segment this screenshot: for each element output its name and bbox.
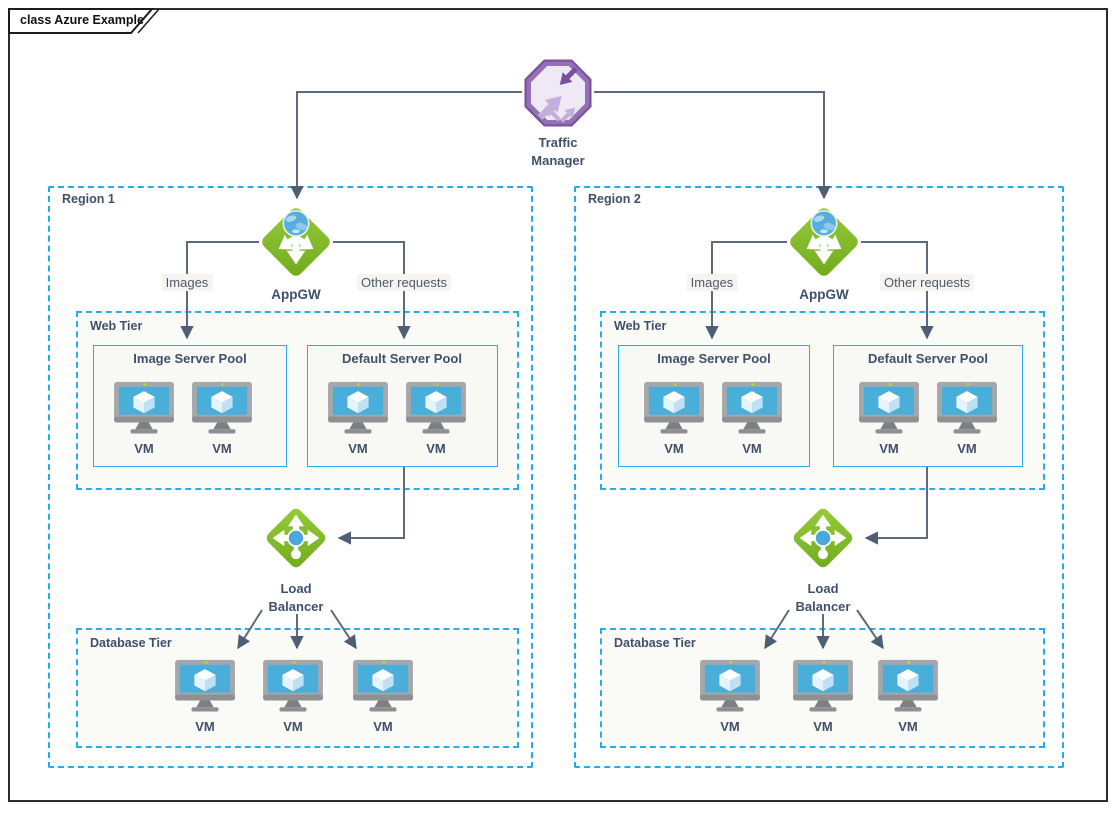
- vm-icon[interactable]: [858, 379, 920, 435]
- route-label-other-2: Other requests: [880, 274, 974, 291]
- load-balancer-1-label-line1: Load: [280, 581, 312, 596]
- vm-label: VM: [898, 719, 918, 734]
- route-label-images-2: Images: [686, 274, 738, 291]
- vm-icon[interactable]: [699, 657, 761, 713]
- app-gateway-1-icon[interactable]: [257, 203, 335, 281]
- vm-label: VM: [742, 441, 762, 456]
- vm-label: VM: [720, 719, 740, 734]
- load-balancer-2-label-line1: Load: [807, 581, 839, 596]
- vm-icon[interactable]: [405, 379, 467, 435]
- app-gateway-1-label: AppGW: [271, 287, 321, 302]
- route-label-other-1: Other requests: [357, 274, 451, 291]
- traffic-manager-label-line1: Traffic: [538, 135, 578, 150]
- traffic-manager-label-line2: Manager: [531, 153, 585, 168]
- vm-label: VM: [283, 719, 303, 734]
- image-server-pool-2-title: Image Server Pool: [657, 351, 771, 366]
- vm-icon[interactable]: [721, 379, 783, 435]
- vm-icon[interactable]: [792, 657, 854, 713]
- vm-icon[interactable]: [174, 657, 236, 713]
- app-gateway-2-icon[interactable]: [785, 203, 863, 281]
- vm-icon[interactable]: [352, 657, 414, 713]
- region-2-label: Region 2: [588, 192, 641, 206]
- vm-label: VM: [348, 441, 368, 456]
- vm-icon[interactable]: [191, 379, 253, 435]
- vm-icon[interactable]: [262, 657, 324, 713]
- frame-title: class Azure Example: [20, 13, 144, 27]
- vm-label: VM: [879, 441, 899, 456]
- region-1-label: Region 1: [62, 192, 115, 206]
- vm-label: VM: [195, 719, 215, 734]
- web-tier-1-label: Web Tier: [90, 319, 143, 333]
- frame-title-tab: [8, 8, 160, 34]
- load-balancer-1-label-line2: Balancer: [268, 599, 324, 614]
- app-gateway-2-label: AppGW: [799, 287, 849, 302]
- vm-label: VM: [373, 719, 393, 734]
- default-server-pool-2-title: Default Server Pool: [868, 351, 988, 366]
- vm-icon[interactable]: [643, 379, 705, 435]
- load-balancer-2-label-line2: Balancer: [795, 599, 851, 614]
- vm-icon[interactable]: [113, 379, 175, 435]
- vm-label: VM: [426, 441, 446, 456]
- traffic-manager-icon[interactable]: [522, 56, 594, 130]
- image-server-pool-1-title: Image Server Pool: [133, 351, 247, 366]
- database-tier-1-label: Database Tier: [90, 636, 172, 650]
- vm-label: VM: [957, 441, 977, 456]
- default-server-pool-1-title: Default Server Pool: [342, 351, 462, 366]
- load-balancer-2-icon[interactable]: [787, 502, 859, 574]
- load-balancer-1-icon[interactable]: [260, 502, 332, 574]
- vm-label: VM: [664, 441, 684, 456]
- uml-frame: [8, 8, 1108, 802]
- vm-icon[interactable]: [936, 379, 998, 435]
- database-tier-2-label: Database Tier: [614, 636, 696, 650]
- vm-label: VM: [134, 441, 154, 456]
- web-tier-2-label: Web Tier: [614, 319, 667, 333]
- vm-icon[interactable]: [877, 657, 939, 713]
- vm-icon[interactable]: [327, 379, 389, 435]
- route-label-images-1: Images: [161, 274, 213, 291]
- vm-label: VM: [813, 719, 833, 734]
- vm-label: VM: [212, 441, 232, 456]
